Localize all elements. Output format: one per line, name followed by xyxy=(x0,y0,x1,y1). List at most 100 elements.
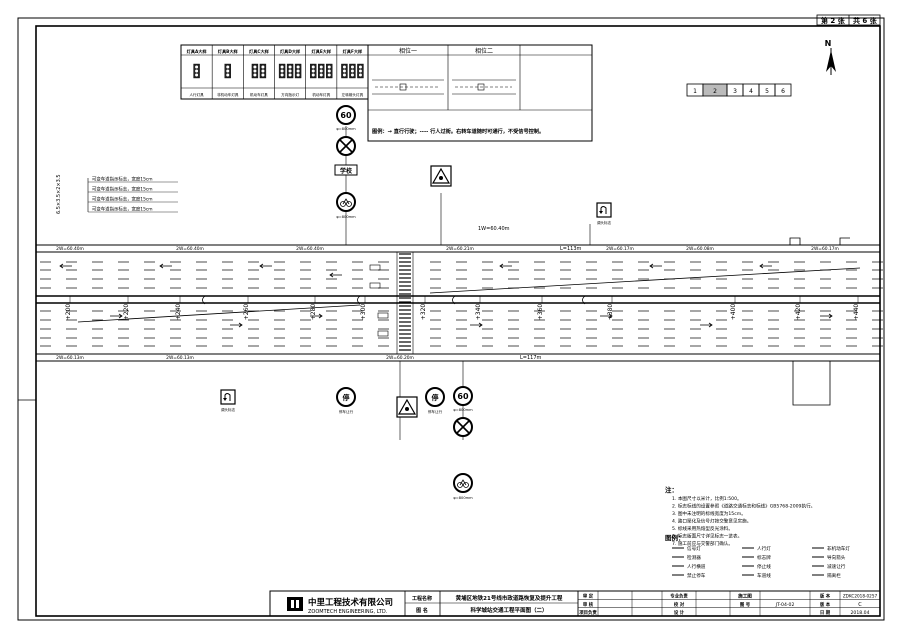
crosswalk xyxy=(396,251,414,355)
key-plan-cell-label: 1 xyxy=(693,88,697,95)
left-note-line: 可变车道指示标志，宽度15cm xyxy=(92,206,153,213)
notes-title: 注： xyxy=(665,485,678,494)
stop-caption: 停车让行 xyxy=(339,409,354,414)
date-value: 2018.04 xyxy=(851,610,870,616)
signal-caption: 机动车灯具 xyxy=(312,92,330,97)
station-label: +320 xyxy=(420,304,427,321)
version-value: C xyxy=(858,602,862,608)
legend-item: 人行横道 xyxy=(687,563,706,570)
u-turn-arrow xyxy=(582,295,593,305)
lane-arrow xyxy=(59,263,72,269)
note-line: 2. 标志标线的设置参照《道路交通标志和标线》GB5768-2009执行。 xyxy=(672,503,815,510)
sign-caption: φ=800mm xyxy=(336,127,356,131)
sheet-border-outer xyxy=(17,17,885,621)
legend-item: 停止线 xyxy=(757,563,771,570)
stop-line-box xyxy=(377,312,389,319)
signal-header: 灯具A大样 xyxy=(187,48,208,55)
signal-header: 灯具F大样 xyxy=(343,48,363,55)
stop-line-box xyxy=(369,282,381,289)
company-name-en: ZOOMTECH ENGINEERING, LTD. xyxy=(308,609,388,615)
road-width-bottom: 2W=60.20m xyxy=(386,355,414,361)
key-plan-cell-label: 4 xyxy=(749,88,753,95)
drawing-number: JT-04-02 xyxy=(775,602,795,608)
key-plan-cell-label: 6 xyxy=(781,88,785,95)
title-role: 设 计 xyxy=(674,609,685,616)
station-label: +260 xyxy=(243,304,250,321)
road-width-top: 2W=60.21m xyxy=(446,246,474,252)
signal-head-icon xyxy=(310,63,333,79)
top-dimension: L=113m xyxy=(560,246,582,252)
lane-arrow xyxy=(159,263,172,269)
stage-label: 施工图 xyxy=(737,593,752,600)
road-width-top: 2W=60.17m xyxy=(606,246,634,252)
note-line: 3. 图中未注明的标线宽度为15cm。 xyxy=(672,510,746,517)
warning-sign xyxy=(430,165,452,187)
title-role-label: 项目负责 xyxy=(579,609,597,616)
signal-caption: 方向指示灯 xyxy=(281,92,299,97)
north-arrow: N xyxy=(825,39,836,75)
cross-section-note: 6.5×3.5×2×3.5 xyxy=(56,174,62,214)
legend-title: 图例： xyxy=(665,533,685,542)
speed-limit-sign: 60φ=800mm xyxy=(336,105,356,131)
signal-head-icon xyxy=(278,63,302,79)
title-role: 校 对 xyxy=(674,601,685,608)
page-total: 共 6 张 xyxy=(853,16,878,25)
note-line: 6. 标志版面尺寸详见标志一览表。 xyxy=(672,533,742,540)
u-turn-sign: 调头标志 xyxy=(596,202,612,225)
stop-line-box xyxy=(369,264,381,271)
signal-caption: 人行灯具 xyxy=(189,92,204,97)
road-width-top: 2W=60.08m xyxy=(686,246,714,252)
sheet-border-inner xyxy=(35,25,881,617)
legend-item: 车道线 xyxy=(757,572,771,579)
company-logo xyxy=(287,597,303,611)
station-label: +440 xyxy=(853,304,860,321)
phase-table: 相位一 相位二 图例：→ 直行行驶；---- 行人过街。右转车道随时可通行，不受… xyxy=(367,44,593,142)
phase-one-diagram xyxy=(372,79,444,95)
signal-head-icon xyxy=(251,63,267,79)
key-plan-cell-label: 3 xyxy=(733,88,737,95)
legend: 图例： 信号灯人行灯非机动车灯检测器标志牌导向箭头人行横道停止线减速让行禁止停车… xyxy=(665,533,850,579)
u-turn-arrow xyxy=(357,295,368,305)
phase-two-header: 相位二 xyxy=(475,47,493,55)
lane-arrow xyxy=(470,322,483,328)
title-role-label: 审 定 xyxy=(583,593,594,600)
sign-caption: φ=800mm xyxy=(453,496,473,500)
lane-arrow xyxy=(759,263,772,269)
legend-item: 减速让行 xyxy=(827,563,846,570)
legend-item: 禁止停车 xyxy=(687,572,706,579)
lane-arrow xyxy=(329,272,342,278)
legend-item: 人行灯 xyxy=(757,545,771,552)
signal-caption: 机动车灯具 xyxy=(250,92,268,97)
lane-arrow xyxy=(259,263,272,269)
lane-arrow xyxy=(230,322,243,328)
u-turn-caption: 调头标志 xyxy=(221,407,236,412)
note-line: 7. 施工前应与交警部门确认。 xyxy=(672,540,733,547)
north-label: N xyxy=(825,39,832,48)
no-entry-sign xyxy=(336,136,356,156)
company-name-cn: 中里工程技术有限公司 xyxy=(308,597,393,608)
key-plan-cell-label: 2 xyxy=(713,88,717,95)
title-role: 专业负责 xyxy=(670,593,688,600)
bicycle-sign: φ=800mm xyxy=(336,192,356,219)
legend-item: 隔离栏 xyxy=(827,572,841,579)
project-name: 黄埔区地铁21号线市政道路恢复及提升工程 xyxy=(456,594,563,602)
left-note-line: 可变车道指示标志，宽度15cm xyxy=(92,186,153,193)
road-width-top: 2W=60.40m xyxy=(296,246,324,252)
station-label: +360 xyxy=(537,304,544,321)
lane-arrow xyxy=(499,263,512,269)
signal-header: 灯具C大样 xyxy=(249,48,270,55)
road-width-bottom: 2W=60.13m xyxy=(166,355,194,361)
road-width-top: 2W=60.17m xyxy=(811,246,839,252)
phase-two-diagram xyxy=(452,79,516,95)
page-number: 第 2 张 xyxy=(821,16,846,25)
title-role-label: 审 核 xyxy=(583,601,594,608)
station-label: +420 xyxy=(795,304,802,321)
signal-head-icon xyxy=(193,63,200,79)
signal-header: 灯具D大样 xyxy=(280,48,301,55)
legend-item: 非机动车灯 xyxy=(827,545,850,552)
phase-legend-note: 图例：→ 直行行驶；---- 行人过街。右转车道随时可通行，不受信号控制。 xyxy=(372,127,544,135)
u-turn-caption: 调头标志 xyxy=(597,220,612,225)
